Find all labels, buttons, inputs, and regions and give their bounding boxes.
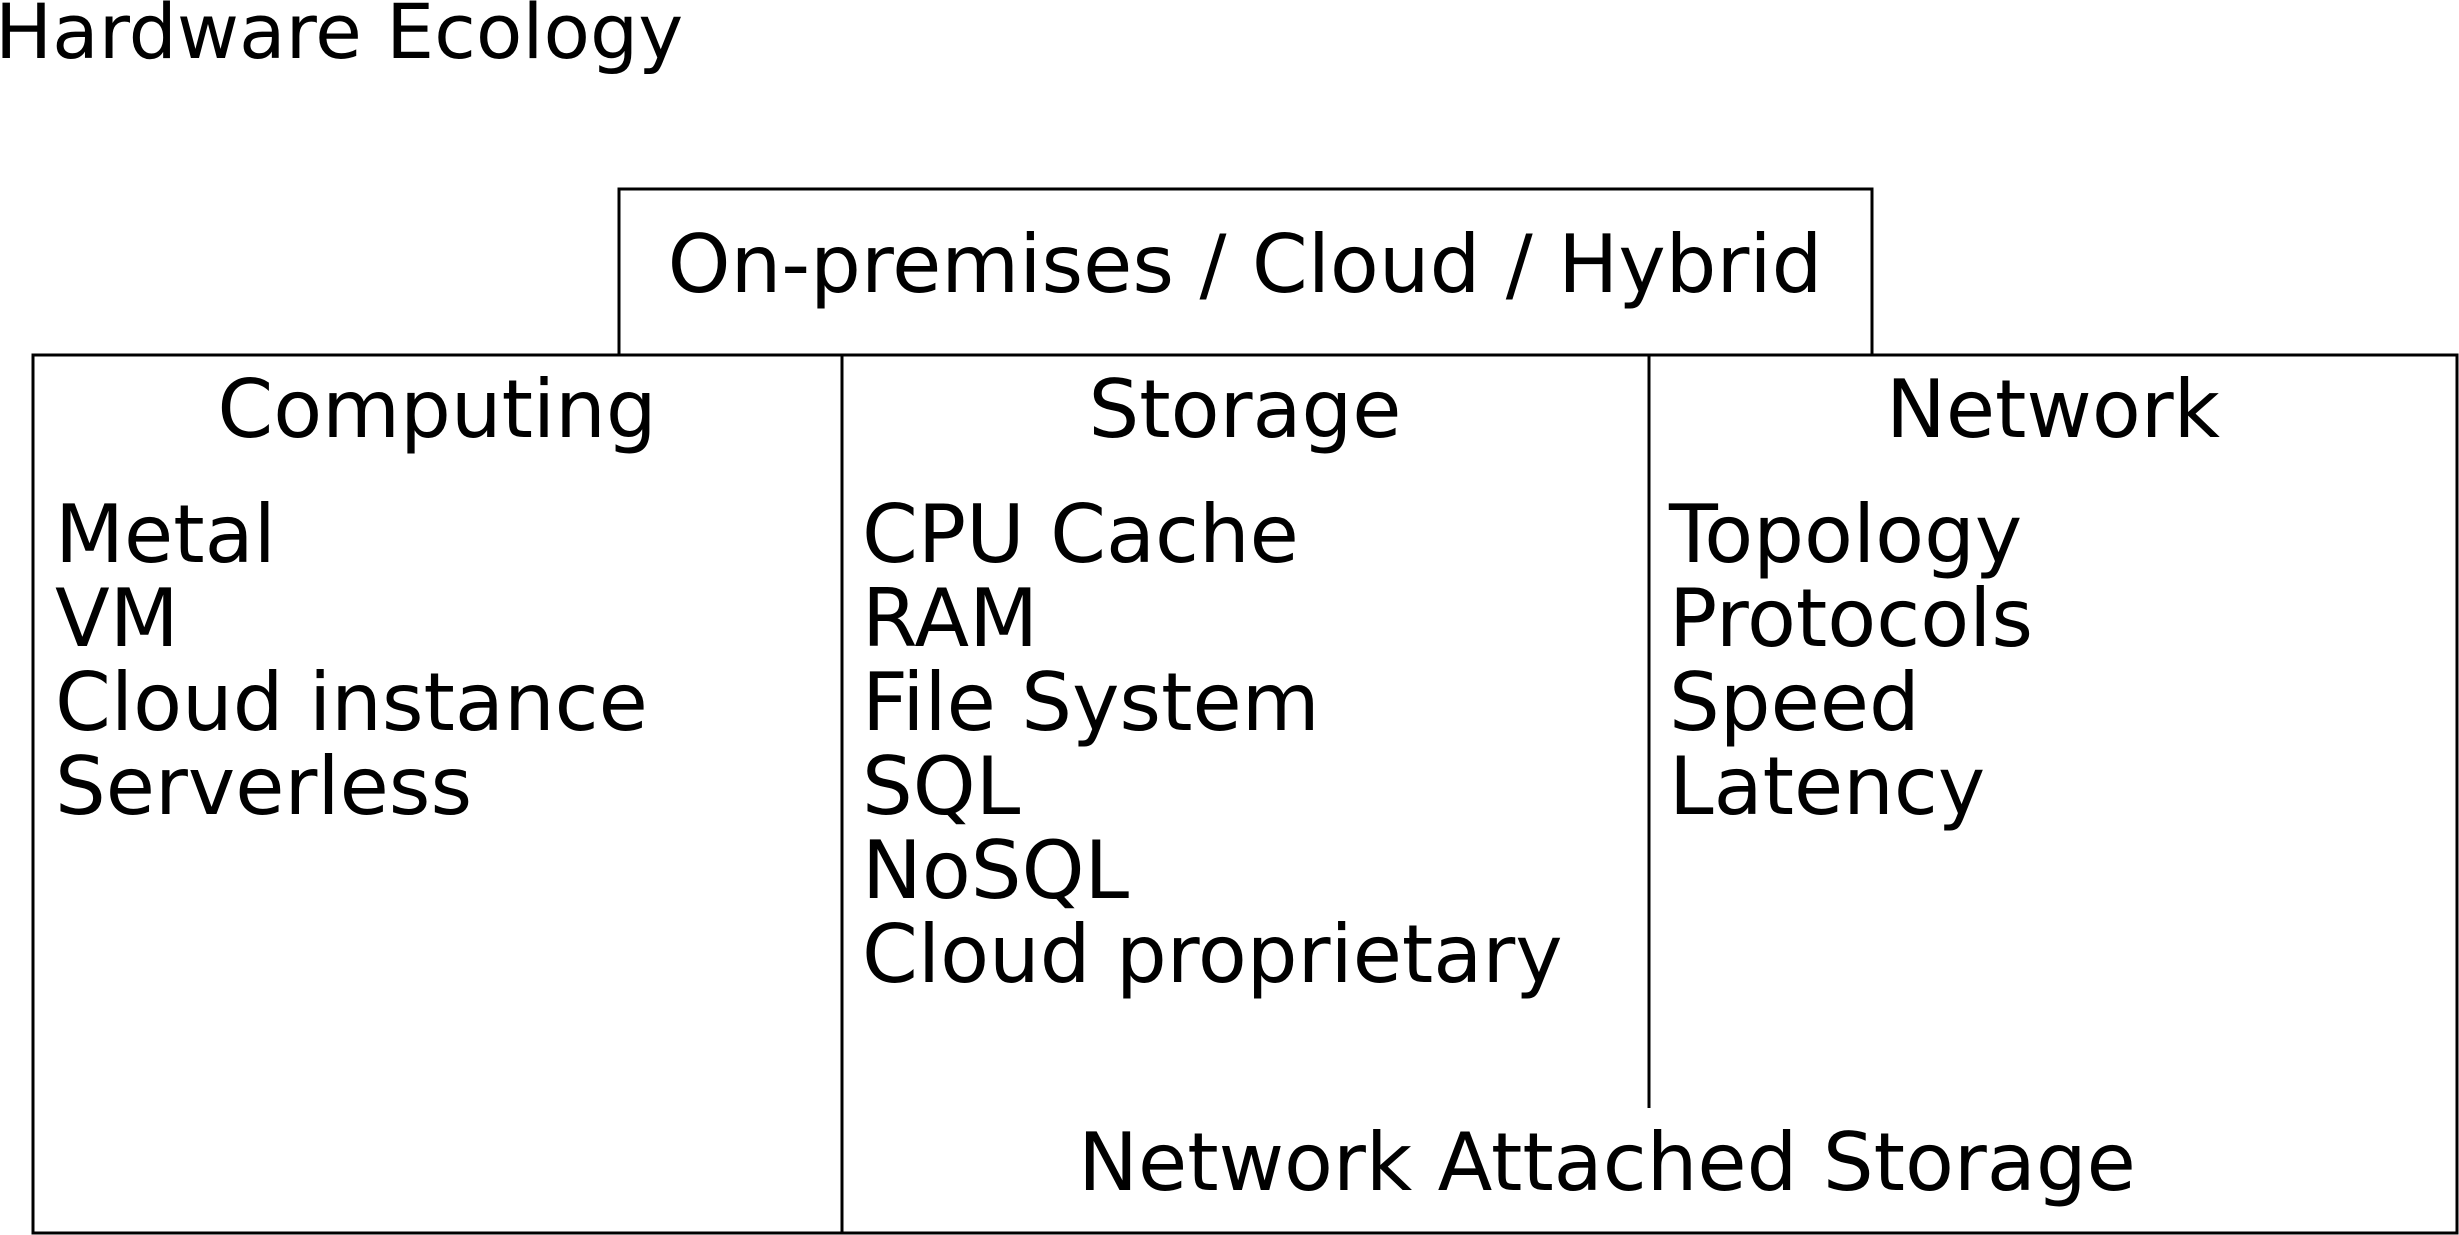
list-item: NoSQL xyxy=(862,824,1130,917)
network-attached-storage-label: Network Attached Storage xyxy=(1078,1116,2136,1209)
list-item: File System xyxy=(862,656,1320,749)
list-item: CPU Cache xyxy=(862,488,1299,581)
deployment-label: On-premises / Cloud / Hybrid xyxy=(668,218,1823,311)
list-item: Metal xyxy=(55,488,276,581)
list-item: Protocols xyxy=(1669,572,2033,665)
categories-frame xyxy=(31,353,2459,1235)
list-item: Speed xyxy=(1669,656,1920,749)
list-item: Latency xyxy=(1669,740,1985,833)
list-item: Serverless xyxy=(55,740,472,833)
diagram-title: Hardware Ecology xyxy=(0,0,683,76)
list-item: Cloud proprietary xyxy=(862,908,1563,1001)
network-items: Topology Protocols Speed Latency xyxy=(1668,488,2033,833)
list-item: SQL xyxy=(862,740,1021,833)
list-item: Cloud instance xyxy=(55,656,648,749)
network-heading: Network xyxy=(1886,363,2221,456)
list-item: Topology xyxy=(1668,488,2022,581)
computing-items: Metal VM Cloud instance Serverless xyxy=(55,488,648,833)
computing-heading: Computing xyxy=(217,363,656,456)
storage-items: CPU Cache RAM File System SQL NoSQL Clou… xyxy=(862,488,1563,1001)
list-item: RAM xyxy=(862,572,1038,665)
storage-heading: Storage xyxy=(1088,363,1401,456)
list-item: VM xyxy=(55,572,179,665)
